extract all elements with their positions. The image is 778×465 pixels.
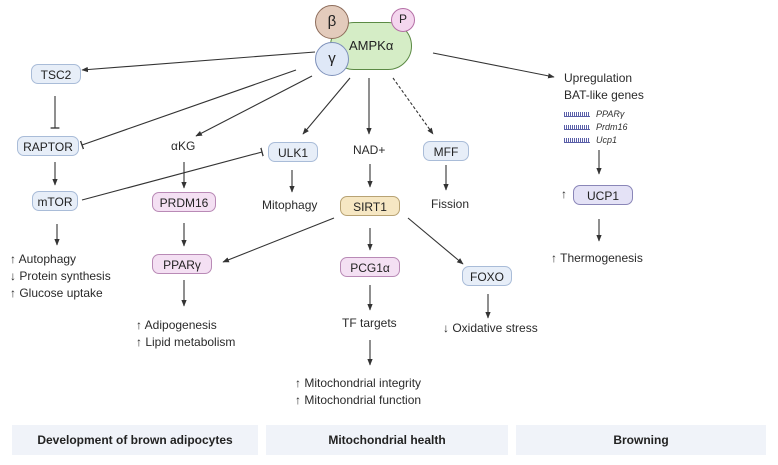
label-tf-targets: TF targets (342, 316, 397, 330)
node-ucp1: UCP1 (573, 185, 633, 205)
node-nad: NAD+ (353, 143, 386, 157)
arrow-sirt1-ppar (222, 217, 335, 263)
node-prdm16: PRDM16 (152, 192, 216, 212)
effect-adipogenesis: ↑ Adipogenesis (136, 318, 217, 332)
mtor-effects-list: ↑ Autophagy ↓ Protein synthesis ↑ Glucos… (10, 251, 111, 302)
upregulation-line1: Upregulation (564, 71, 633, 85)
arrow-ampk-tsc2 (81, 51, 316, 73)
arrow-ampk-mff (392, 77, 434, 135)
dna-icon (564, 112, 590, 118)
effect-lipid-metabolism: ↑ Lipid metabolism (136, 335, 236, 349)
inhibit-ampk-raptor (79, 69, 297, 150)
gene-prdm16: Prdm16 (564, 121, 628, 133)
effect-autophagy: ↑ Autophagy (10, 252, 77, 266)
ampk-beta-subunit: β (315, 5, 349, 39)
arrow-ampk-ulk1 (302, 77, 351, 135)
dna-icon (564, 125, 590, 131)
label-fission: Fission (431, 197, 470, 211)
ppar-effects-list: ↑ Adipogenesis ↑ Lipid metabolism (136, 317, 235, 351)
node-pcg1a: PCG1α (340, 257, 400, 277)
upregulation-line2: BAT-like genes (564, 88, 644, 102)
gene-ucp1: Ucp1 (564, 134, 617, 146)
gene-ppar-gamma: PPARγ (564, 108, 624, 120)
mito-effects-list: ↑ Mitochondrial integrity ↑ Mitochondria… (295, 375, 421, 409)
effect-glucose-uptake: ↑ Glucose uptake (10, 286, 103, 300)
node-foxo: FOXO (462, 266, 512, 286)
ucp1-up-arrow: ↑ (561, 187, 567, 201)
effect-mito-function: ↑ Mitochondrial function (295, 393, 422, 407)
label-oxidative-stress: ↓ Oxidative stress (443, 321, 538, 335)
effect-protein-synthesis: ↓ Protein synthesis (10, 269, 111, 283)
inhibit-mtor-ulk1 (81, 147, 264, 201)
node-sirt1: SIRT1 (340, 196, 400, 216)
arrow-ampk-upregulation (432, 52, 555, 79)
node-ppar-gamma: PPARγ (152, 254, 212, 274)
node-ulk1: ULK1 (268, 142, 318, 162)
arrow-ampk-akg (195, 75, 313, 137)
ampk-gamma-subunit: γ (315, 42, 349, 76)
upregulation-title: Upregulation BAT-like genes (564, 70, 644, 104)
node-mff: MFF (423, 141, 469, 161)
node-tsc2: TSC2 (31, 64, 81, 84)
dna-icon (564, 138, 590, 144)
effect-mito-integrity: ↑ Mitochondrial integrity (295, 376, 422, 390)
arrow-sirt1-foxo (407, 217, 464, 265)
label-thermogenesis: ↑ Thermogenesis (551, 251, 643, 265)
label-mitophagy: Mitophagy (262, 198, 318, 212)
footer-mitochondrial-health: Mitochondrial health (266, 425, 508, 455)
node-raptor: RAPTOR (17, 136, 79, 156)
footer-browning: Browning (516, 425, 766, 455)
phosphorylation-badge: P (391, 8, 415, 32)
footer-development-brown-adipocytes: Development of brown adipocytes (12, 425, 258, 455)
node-mtor: mTOR (32, 191, 78, 211)
node-akg: αKG (171, 139, 196, 153)
